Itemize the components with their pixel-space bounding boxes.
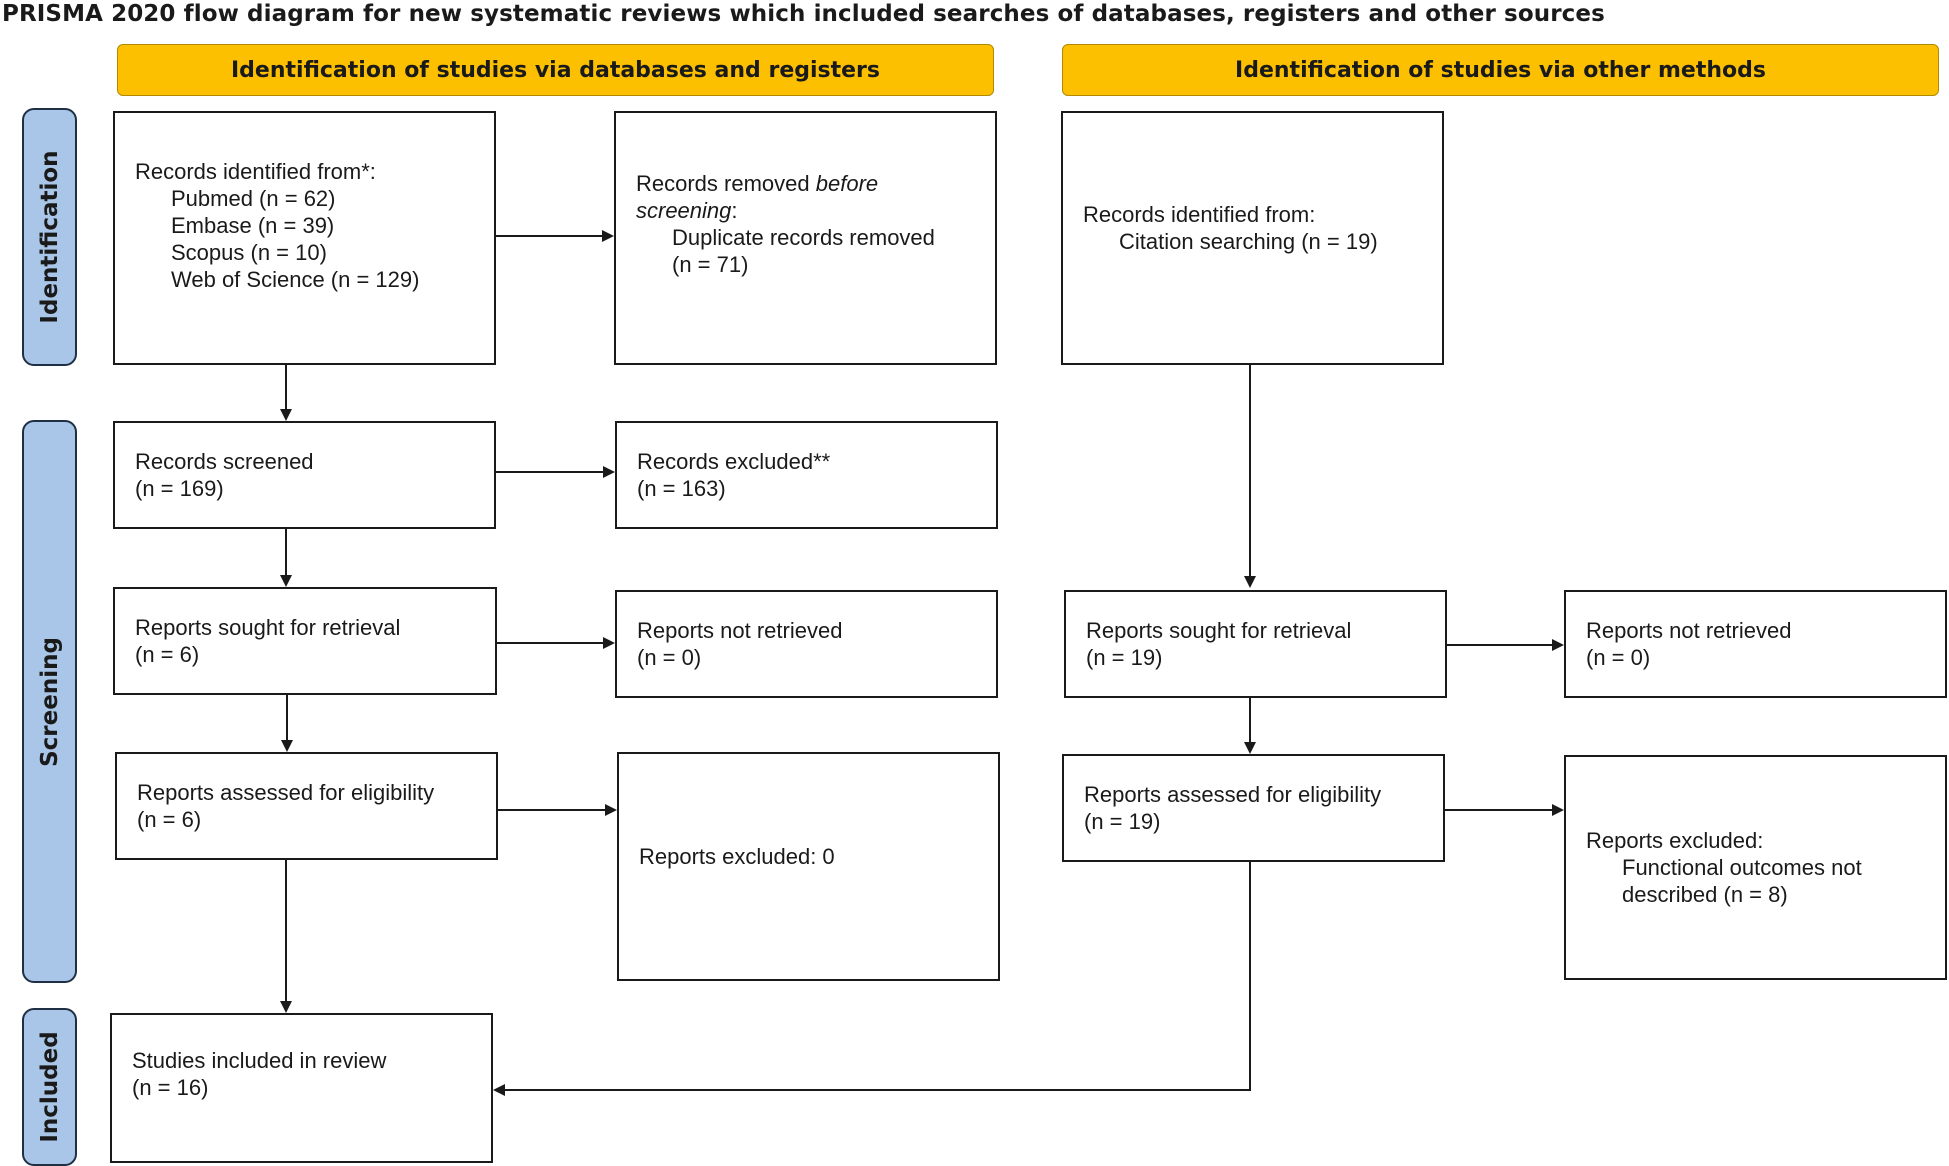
header-databases-label: Identification of studies via databases … xyxy=(231,57,880,83)
other-reports-excluded-reason: Functional outcomes not xyxy=(1622,855,1862,880)
records-identified-box: Records identified from*: Pubmed (n = 62… xyxy=(113,111,496,365)
records-excluded-count: (n = 163) xyxy=(637,476,726,501)
other-reports-not-retrieved-box: Reports not retrieved (n = 0) xyxy=(1564,590,1947,698)
other-reports-assessed-box: Reports assessed for eligibility (n = 19… xyxy=(1062,754,1445,862)
other-reports-not-retrieved-count: (n = 0) xyxy=(1586,645,1651,670)
records-excluded-box: Records excluded** (n = 163) xyxy=(615,421,998,529)
db-reports-assessed-label: Reports assessed for eligibility xyxy=(137,780,435,805)
other-reports-sought-box: Reports sought for retrieval (n = 19) xyxy=(1064,590,1447,698)
arrow-other-assessed-to-included xyxy=(493,862,1251,1096)
other-reports-assessed-label: Reports assessed for eligibility xyxy=(1084,782,1382,807)
studies-included-label: Studies included in review xyxy=(132,1048,387,1073)
records-removed-line2: screening: xyxy=(636,198,738,223)
citation-searching: Citation searching (n = 19) xyxy=(1119,229,1378,254)
other-records-identified-box: Records identified from: Citation search… xyxy=(1061,111,1444,365)
duplicates-removed-label: Duplicate records removed xyxy=(672,225,935,250)
phase-screening: Screening xyxy=(22,420,77,983)
db-reports-not-retrieved-label: Reports not retrieved xyxy=(637,618,843,643)
db-reports-excluded-label: Reports excluded: 0 xyxy=(639,844,835,869)
records-screened-label: Records screened xyxy=(135,449,314,474)
db-reports-assessed-count: (n = 6) xyxy=(137,807,202,832)
records-screened-count: (n = 169) xyxy=(135,476,224,501)
other-reports-excluded-box: Reports excluded: Functional outcomes no… xyxy=(1564,755,1947,980)
other-reports-excluded-count: described (n = 8) xyxy=(1622,882,1788,907)
records-removed-box: Records removed before screening: Duplic… xyxy=(614,111,997,365)
studies-included-count: (n = 16) xyxy=(132,1075,209,1100)
source-web-of-science: Web of Science (n = 129) xyxy=(171,267,420,292)
diagram-title: PRISMA 2020 flow diagram for new systema… xyxy=(2,1,1605,27)
header-other-methods: Identification of studies via other meth… xyxy=(1062,44,1939,96)
phase-identification: Identification xyxy=(22,108,77,366)
studies-included-box: Studies included in review (n = 16) xyxy=(110,1013,493,1163)
records-removed-line1: Records removed before xyxy=(636,171,879,196)
header-other-label: Identification of studies via other meth… xyxy=(1235,57,1766,83)
source-scopus: Scopus (n = 10) xyxy=(171,240,327,265)
header-databases: Identification of studies via databases … xyxy=(117,44,994,96)
records-screened-box: Records screened (n = 169) xyxy=(113,421,496,529)
other-reports-not-retrieved-label: Reports not retrieved xyxy=(1586,618,1792,643)
other-records-identified-heading: Records identified from: xyxy=(1083,202,1316,227)
db-reports-not-retrieved-box: Reports not retrieved (n = 0) xyxy=(615,590,998,698)
other-reports-excluded-heading: Reports excluded: xyxy=(1586,828,1764,853)
phase-included: Included xyxy=(22,1008,77,1166)
duplicates-removed-count: (n = 71) xyxy=(672,252,749,277)
db-reports-assessed-box: Reports assessed for eligibility (n = 6) xyxy=(115,752,498,860)
db-reports-not-retrieved-count: (n = 0) xyxy=(637,645,702,670)
db-reports-sought-count: (n = 6) xyxy=(135,642,200,667)
source-pubmed: Pubmed (n = 62) xyxy=(171,186,336,211)
db-reports-sought-box: Reports sought for retrieval (n = 6) xyxy=(113,587,497,695)
db-reports-excluded-box: Reports excluded: 0 xyxy=(617,752,1000,981)
other-reports-sought-label: Reports sought for retrieval xyxy=(1086,618,1352,643)
db-reports-sought-label: Reports sought for retrieval xyxy=(135,615,401,640)
records-excluded-label: Records excluded** xyxy=(637,449,831,474)
records-identified-heading: Records identified from*: xyxy=(135,159,376,184)
other-reports-assessed-count: (n = 19) xyxy=(1084,809,1161,834)
source-embase: Embase (n = 39) xyxy=(171,213,335,238)
other-reports-sought-count: (n = 19) xyxy=(1086,645,1163,670)
